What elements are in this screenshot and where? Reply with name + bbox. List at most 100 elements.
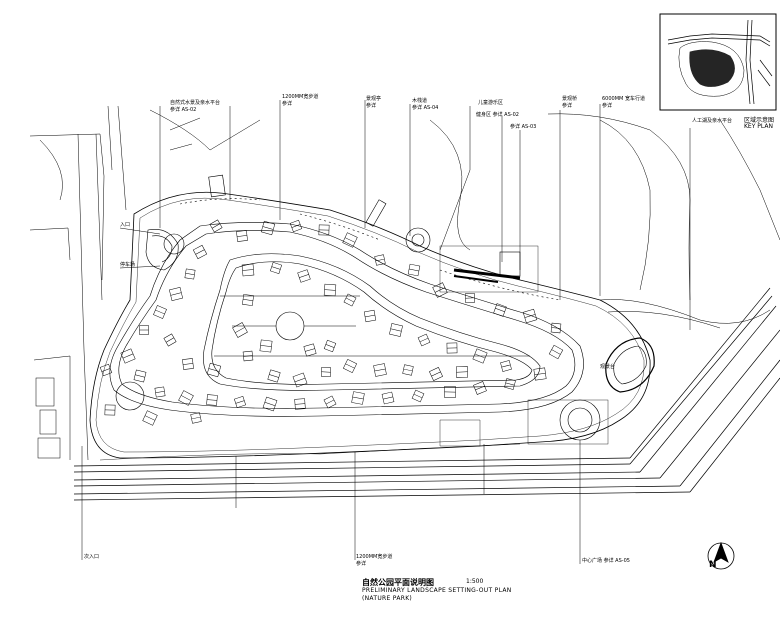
left-context [29,105,261,461]
villa-ridge [325,344,335,348]
villa-ridge [208,368,220,372]
callout-sublabel: 参详 [356,560,366,567]
villa-ridge [206,399,218,401]
villa-footprint [99,363,113,377]
villa-ridge [144,415,156,421]
villa-ridge [135,374,145,378]
callout-sublabel: 参详 AS-04 [412,104,438,111]
villa-ridge [155,309,165,315]
drawing-title-en: PRELIMINARY LANDSCAPE SETTING-OUT PLAN [362,587,512,594]
villa-ridge [243,299,253,301]
callout-sublabel: 参详 [562,102,572,109]
callout-label: 儿童游乐区 [478,99,503,106]
callout-label: 次入口 [84,553,99,560]
villa-ridge [237,235,247,237]
north-label: N [709,560,717,570]
villa-ridge [325,399,335,405]
villa-ridge [211,223,221,229]
callout-label: 观景台 [600,363,615,370]
drawing-scale: 1:500 [466,578,484,585]
villa-ridge [271,266,281,270]
villa-ridge [474,353,486,359]
key-plan-label-en: KEY PLAN [744,123,773,130]
villa-ridge [524,314,536,318]
key-plan [659,13,777,111]
villa-ridge [501,364,511,368]
villa-ridge [475,385,485,391]
villa-ridge [365,314,375,318]
villa-ridge [101,368,111,372]
villa-ridge [195,249,205,255]
internal-road [109,222,584,417]
villa-ridge [242,269,254,271]
villa-ridge [403,368,413,372]
callout-label: 中心广场 参详 AS-05 [582,557,630,564]
villa-ridge [299,274,309,278]
villa-ridge [324,289,336,291]
callout-label: 1200MM宽步道 [282,93,318,100]
villa-ridge [294,377,306,383]
villa-ridge [183,363,193,365]
villa-ridge [181,395,191,401]
villa-ridge [551,349,561,355]
villa-ridge [383,396,393,400]
callout-sublabel: 参详 [282,100,292,107]
drawing-subtitle-en: (NATURE PARK) [362,595,413,602]
villa-ridge [431,371,441,377]
villa-ridge [260,345,272,347]
callout-label: 人工湖及亲水平台 [692,117,732,124]
callout-sublabel: 参详 AS-02 [170,106,196,113]
villa-ridge [185,273,195,275]
callout-label: 参详 AS-03 [510,123,536,130]
callout-label: 健身区 参详 AS-02 [476,111,519,118]
callout-label: 自然式水景及亲水平台 [170,99,220,106]
villa-ridge [345,297,355,303]
main-road [73,287,780,501]
villa-ridge [235,400,245,404]
drawing-title-cn: 自然公园平面说明图 [362,578,434,587]
villa-ridge [165,337,175,343]
villa-ridge [534,372,546,376]
villa-ridge [155,391,165,393]
villa-ridge [505,382,515,386]
villa-ridge [495,308,505,312]
landscape-features [99,174,655,461]
villa-ridge [375,258,385,262]
villa-ridge [294,403,306,405]
villa-ridge [551,327,561,329]
callout-label: 6000MM 宽车行道 [602,95,645,102]
villa-footprints [99,219,564,426]
villa-ridge [191,416,201,420]
callout-sublabel: 参详 [366,102,376,109]
leader-lines [81,100,691,564]
right-context [429,113,780,329]
villa-ridge [291,224,301,228]
villa-ridge [305,348,315,352]
villa-ridge [262,226,274,230]
callout-label: 入口 [120,222,130,228]
north-arrow [707,541,735,570]
villa-ridge [235,327,245,333]
callout-label: 停车场 [120,261,135,268]
callout-sublabel: 参详 [602,102,612,109]
villa-ridge [344,237,356,243]
callout-label: 景观桥 [562,95,577,102]
site-boundary [89,191,651,459]
villa-ridge [419,337,429,343]
villa-ridge [352,396,364,400]
villa-ridge [413,393,423,399]
villa-ridge [269,374,279,378]
villa-ridge [345,363,355,369]
callout-label: 木栈道 [412,97,427,104]
callout-label: 景观亭 [366,95,381,102]
villa-ridge [170,292,182,296]
villa-ridge [264,401,276,407]
villa-ridge [122,353,134,359]
callout-label: 1200MM宽步道 [356,553,392,560]
villa-ridge [390,328,402,332]
villa-ridge [409,268,419,272]
villa-ridge [243,355,253,357]
